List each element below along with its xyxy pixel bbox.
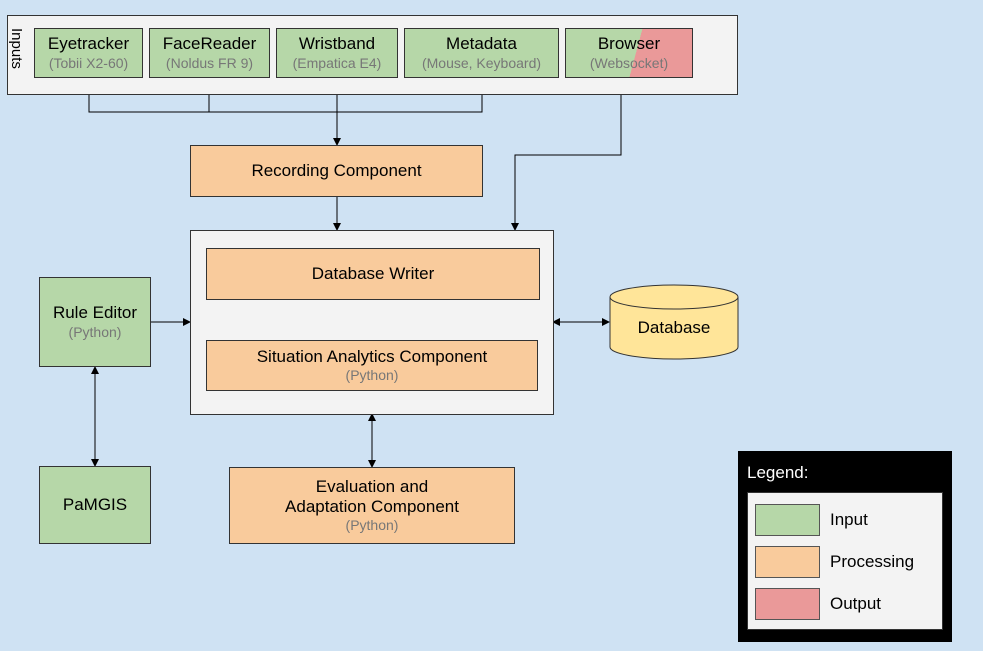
database-writer: Database Writer <box>206 248 540 300</box>
legend-label-input: Input <box>830 510 868 529</box>
rule-editor-title: Rule Editor <box>52 303 138 323</box>
processing-to-browser-arrow <box>511 78 625 231</box>
rule-editor: Rule Editor (Python) <box>39 277 151 367</box>
input-metadata: Metadata (Mouse, Keyboard) <box>404 28 559 78</box>
inputs-label: Inputs <box>8 28 25 69</box>
pamgis: PaMGIS <box>39 466 151 544</box>
input-browser: Browser (Websocket) <box>565 28 693 78</box>
database-label: Database <box>637 318 711 337</box>
legend-label-processing: Processing <box>830 552 915 571</box>
database-cylinder <box>609 284 739 360</box>
input-metadata-title: Metadata <box>446 34 517 54</box>
situation-analytics-subtitle: (Python) <box>345 367 399 384</box>
input-eyetracker-subtitle: (Tobii X2-60) <box>48 54 129 71</box>
legend-panel: Input Processing Output <box>747 492 943 630</box>
inputs-merge-line <box>88 79 483 113</box>
situation-analytics-component: Situation Analytics Component (Python) <box>206 340 538 391</box>
legend-title: Legend: <box>747 463 809 482</box>
input-metadata-subtitle: (Mouse, Keyboard) <box>421 54 542 71</box>
legend-item-output: Output <box>755 587 881 621</box>
legend: Legend: Input Processing Output <box>738 451 952 642</box>
legend-swatch-output <box>755 588 820 620</box>
input-facereader-subtitle: (Noldus FR 9) <box>165 54 254 71</box>
input-facereader: FaceReader (Noldus FR 9) <box>149 28 270 78</box>
legend-item-input: Input <box>755 503 868 537</box>
situation-analytics-title: Situation Analytics Component <box>256 346 488 366</box>
legend-swatch-input <box>755 504 820 536</box>
input-wristband: Wristband (Empatica E4) <box>276 28 398 78</box>
legend-item-processing: Processing <box>755 545 914 579</box>
evaluation-adaptation-component: Evaluation and Adaptation Component (Pyt… <box>229 467 515 544</box>
input-facereader-title: FaceReader <box>162 34 257 54</box>
recording-component-title: Recording Component <box>251 160 422 180</box>
database-writer-title: Database Writer <box>311 263 435 283</box>
input-browser-subtitle: (Websocket) <box>589 54 669 71</box>
legend-label-output: Output <box>830 594 882 613</box>
rule-editor-subtitle: (Python) <box>68 323 122 340</box>
evaluation-subtitle: (Python) <box>345 517 399 534</box>
recording-component: Recording Component <box>190 145 483 197</box>
pamgis-title: PaMGIS <box>62 494 128 514</box>
input-eyetracker-title: Eyetracker <box>47 34 130 54</box>
input-wristband-subtitle: (Empatica E4) <box>292 54 382 71</box>
input-browser-title: Browser <box>597 34 661 54</box>
input-eyetracker: Eyetracker (Tobii X2-60) <box>34 28 143 78</box>
evaluation-line2: Adaptation Component <box>285 497 459 517</box>
input-wristband-title: Wristband <box>298 34 376 54</box>
legend-swatch-processing <box>755 546 820 578</box>
evaluation-line1: Evaluation and <box>315 476 429 496</box>
